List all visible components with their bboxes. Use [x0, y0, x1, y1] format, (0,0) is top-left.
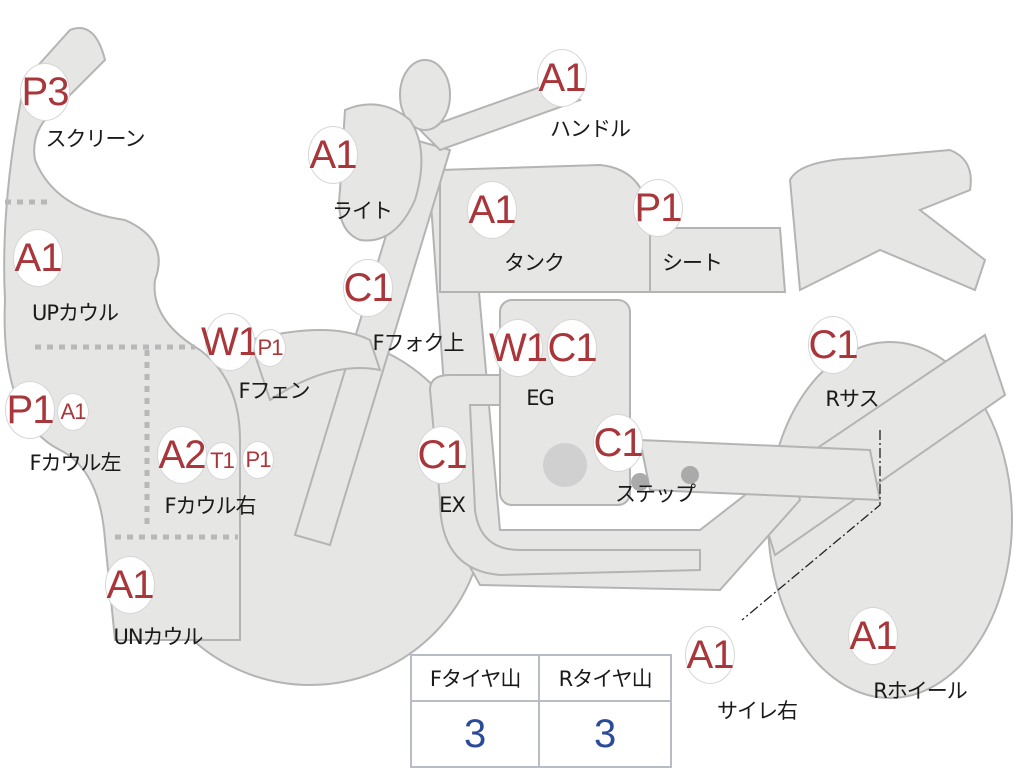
grade-badge-step: C1 — [593, 414, 644, 472]
grade-badge-screen: P3 — [20, 63, 70, 121]
grade-badge-light: A1 — [308, 126, 358, 184]
label-screen: スクリーン — [45, 127, 146, 151]
label-f-fork-upper: Fフォク上 — [372, 331, 464, 355]
tire-tread-table: Fタイヤ山 Rタイヤ山 3 3 — [409, 654, 672, 768]
label-light: ライト — [332, 199, 393, 223]
grade-badge-f-fork-upper: C1 — [343, 259, 394, 317]
mirror-shape — [399, 59, 451, 131]
value-rear-tire: 3 — [538, 700, 672, 768]
grade-badge-un-cowl: A1 — [105, 556, 155, 614]
grade-badge-f-cowl-right-3: P1 — [242, 441, 274, 479]
label-seat: シート — [662, 251, 723, 275]
grade-badge-engine-2: C1 — [547, 319, 598, 377]
grade-badge-r-wheel: A1 — [848, 607, 898, 665]
label-handle: ハンドル — [550, 117, 631, 141]
grade-badge-seat: P1 — [633, 179, 683, 237]
grade-badge-up-cowl: A1 — [13, 229, 63, 287]
grade-badge-f-fender: W1 — [201, 313, 260, 371]
label-silencer-right: サイレ右 — [717, 699, 798, 723]
label-tank: タンク — [504, 251, 565, 275]
swingarm-shape — [638, 438, 882, 502]
label-f-cowl-left: Fカウル左 — [29, 451, 121, 475]
seat-shape — [649, 227, 787, 293]
engine-cover — [543, 443, 587, 487]
leader-line — [741, 430, 881, 621]
grade-badge-engine: W1 — [489, 319, 548, 377]
label-f-cowl-right: Fカウル右 — [164, 494, 256, 518]
label-un-cowl: UNカウル — [113, 625, 203, 649]
grade-badge-f-cowl-right: A2 — [157, 426, 207, 484]
grade-badge-silencer-right: A1 — [685, 626, 735, 684]
grade-badge-f-fender-2: P1 — [254, 329, 286, 367]
light-shape — [338, 103, 423, 242]
grade-badge-tank: A1 — [467, 181, 517, 239]
label-r-wheel: Rホイール — [873, 679, 968, 703]
label-f-fender: Fフェン — [238, 379, 310, 403]
tail-shape — [788, 148, 987, 292]
value-front-tire: 3 — [409, 700, 541, 768]
label-r-suspension: Rサス — [825, 387, 879, 411]
grade-badge-handle: A1 — [537, 49, 587, 107]
fairing-shape — [3, 27, 241, 641]
header-rear-tire: Rタイヤ山 — [538, 654, 672, 702]
exhaust-shape — [428, 374, 701, 577]
grade-badge-exhaust: C1 — [417, 426, 468, 484]
label-step: ステップ — [615, 482, 696, 506]
grade-badge-f-cowl-left: P1 — [5, 381, 55, 439]
label-engine: EG — [526, 386, 555, 410]
label-exhaust: EX — [439, 493, 466, 517]
step-peg — [681, 466, 699, 484]
grade-badge-r-suspension: C1 — [808, 316, 859, 374]
label-up-cowl: UPカウル — [31, 301, 119, 325]
grade-badge-f-cowl-right-2: T1 — [206, 442, 238, 480]
step-peg — [631, 473, 649, 491]
grade-badge-f-cowl-left-2: A1 — [57, 393, 89, 431]
header-front-tire: Fタイヤ山 — [409, 654, 541, 702]
